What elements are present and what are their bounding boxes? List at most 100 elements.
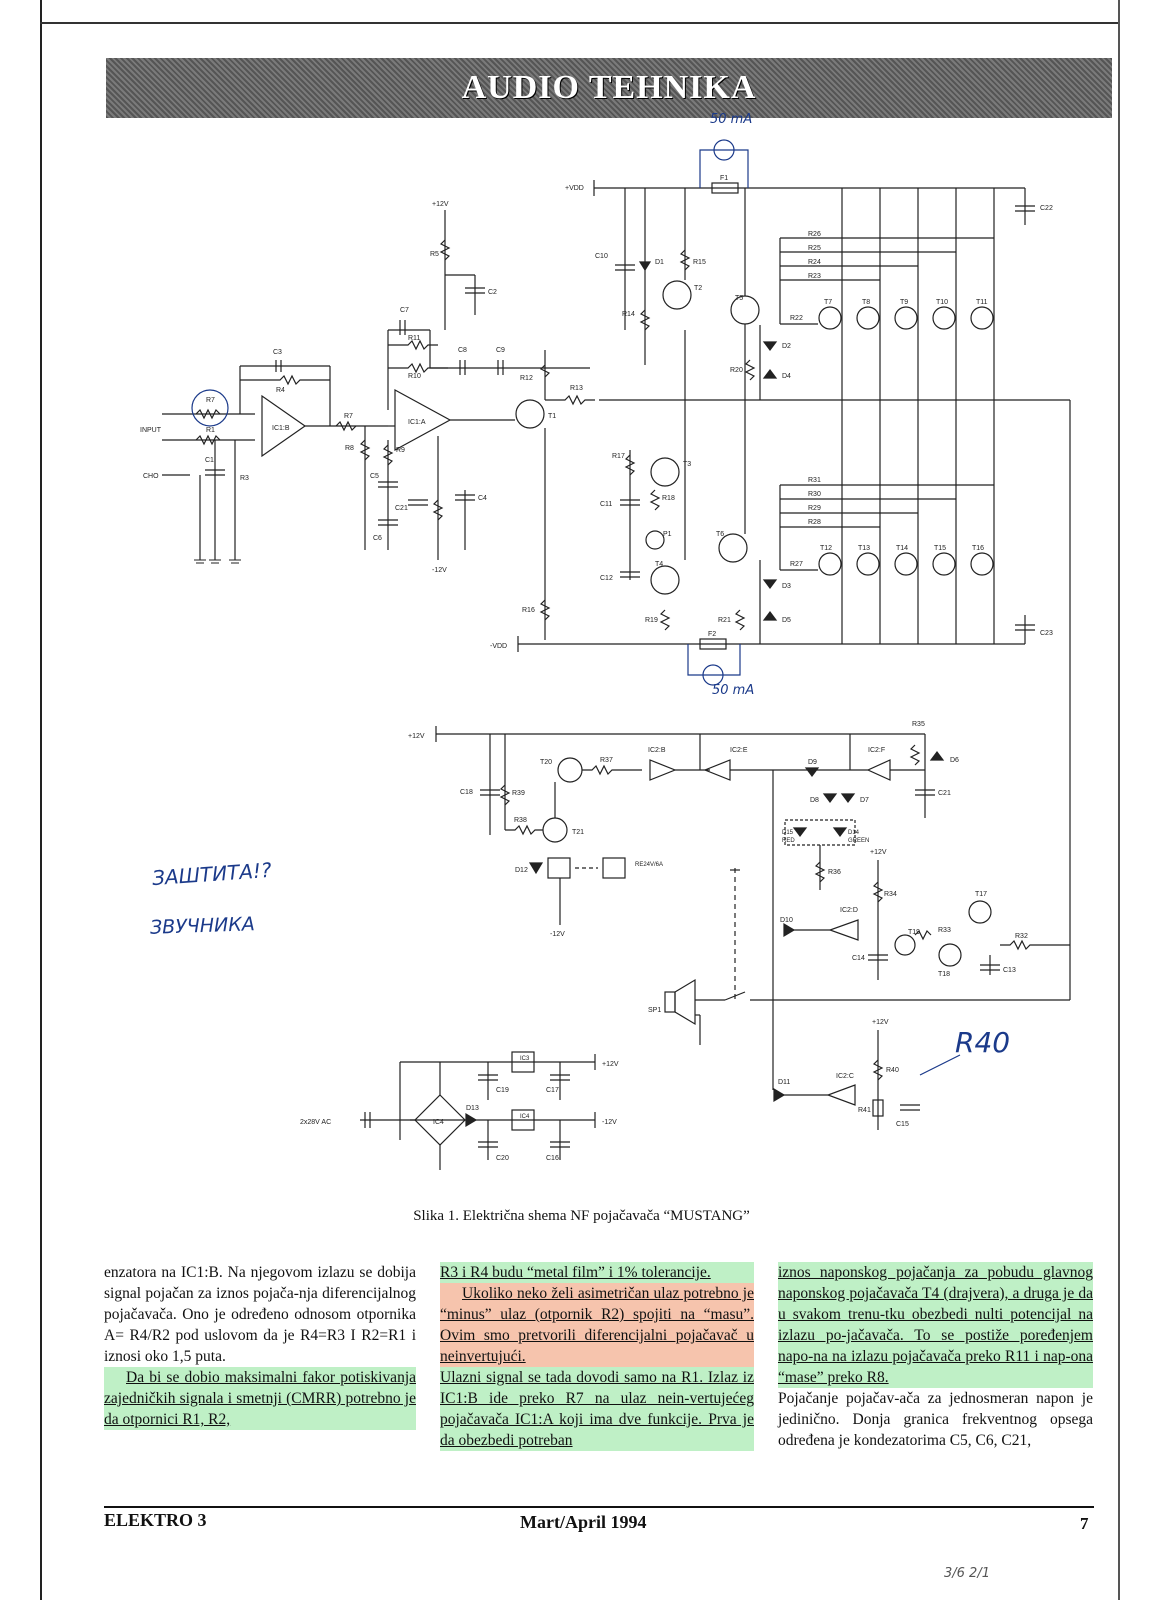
speaker-sp1 [664,991,676,1013]
label-t5: T5 [735,295,743,302]
label-r9: R9 [396,447,405,454]
label-d2: D2 [782,343,791,350]
label-ic2f: IC2:F [868,747,885,754]
buffer-ic2f [866,759,891,781]
schematic-polygon [773,1087,786,1103]
section-title: AUDIO TEHNIKA [461,69,757,106]
handwritten-note-2: ЗВУЧНИКА [149,913,256,939]
label-d6: D6 [950,757,959,764]
transistor-t6 [718,533,748,563]
output-mosfets-top: T7 T8 T9 T10 T11 R26 R25 R24 R23 R22 [779,188,995,400]
label-d9: D9 [808,759,817,766]
schematic-polygon [762,611,778,621]
label-r31: R31 [808,477,821,484]
transistor-t17 [968,900,992,924]
label-p1: P1 [663,531,672,538]
label-r14: R14 [622,311,635,318]
schematic-circle [970,306,994,330]
label-ic1b: IC1:B [272,425,290,432]
label-c10: C10 [595,253,608,260]
transistor-t2 [662,280,692,310]
label-c16: C16 [546,1155,559,1162]
schematic-polygon [762,341,778,351]
scan-edge-right [1118,0,1120,1600]
schematic-rect [872,1099,884,1117]
label-r20: R20 [730,367,743,374]
schematic-path [919,1054,961,1076]
label-r41: R41 [858,1107,871,1114]
label-p12: +12V [432,201,449,208]
label-r36: R36 [828,869,841,876]
label-t4: T4 [655,561,663,568]
schematic-polygon [465,1112,478,1128]
label-r7: R7 [206,397,215,404]
schematic-path [582,764,642,776]
label-t19: T19 [908,929,920,936]
label-c22: C22 [1040,205,1053,212]
schematic-path [1000,939,1070,951]
transistor-t18 [938,943,962,967]
schematic-path [539,599,551,621]
paragraph-highlighted: iznos naponskog pojačanja za pobudu glav… [778,1262,1093,1388]
label-r40: R40 [886,1067,899,1074]
schematic-polygon [929,751,945,761]
scan-edge-top [40,22,1120,24]
schematic-circle [856,306,880,330]
label-r1: R1 [206,427,215,434]
label-ic2c: IC2:C [836,1073,854,1080]
schematic-polygon [822,793,838,803]
transistor-t20 [557,757,583,783]
label-c15: C15 [896,1121,909,1128]
label-t11: T11 [976,299,988,306]
schematic-polygon [792,827,808,837]
label-t17: T17 [975,891,987,898]
schematic-path [335,420,357,432]
handwritten-note-footer: 3/6 2/1 [944,1566,990,1581]
schematic-circle [932,306,956,330]
schematic-polygon [762,579,778,589]
label-t9: T9 [900,299,908,306]
hand-circle-r7 [191,389,229,427]
schematic-circle [894,552,918,576]
label-r27: R27 [790,561,803,568]
scan-edge-left [40,0,42,1600]
label-r28: R28 [808,519,821,526]
label-r39: R39 [512,790,525,797]
paragraph-highlighted-orange: Ukoliko neko želi asimetričan ulaz potre… [440,1283,754,1367]
label-d12: D12 [515,867,528,874]
label-n12: -12V [602,1119,617,1126]
label-ac: 2x28V AC [300,1119,331,1126]
schematic-path [909,744,921,766]
label-ic2e: IC2:E [730,747,748,754]
label-d7: D7 [860,797,869,804]
label-vdd-pos: +VDD [565,185,584,192]
schematic-rect [547,857,571,879]
schematic-path [734,609,746,631]
label-c2: C2 [488,289,497,296]
schematic-polygon [832,827,848,837]
label-r35: R35 [912,721,925,728]
schematic-path [639,309,651,331]
paragraph-highlighted: R3 i R4 budu “metal film” i 1% toleranci… [440,1262,754,1283]
buffer-ic2d [828,919,859,941]
label-n12: -12V [432,567,447,574]
label-ic1a: IC1:A [408,419,426,426]
label-c18: C18 [460,789,473,796]
label-r25: R25 [808,245,821,252]
label-r5: R5 [430,251,439,258]
label-r18: R18 [662,495,675,502]
label-c9: C9 [496,347,505,354]
label-c7: C7 [400,307,409,314]
label-d13: D13 [466,1105,479,1112]
schematic-path [814,861,826,883]
label-t2: T2 [694,285,702,292]
paragraph: enzatora na IC1:B. Na njegovom izlazu se… [104,1264,416,1365]
schematic-path [872,881,884,903]
text-column-2: R3 i R4 budu “metal film” i 1% toleranci… [440,1262,754,1451]
label-r4: R4 [276,387,285,394]
transistor-t19 [894,934,916,956]
label-t7: T7 [824,299,832,306]
label-c1: C1 [205,457,214,464]
schematic-path [744,359,756,381]
schematic-path [872,1059,884,1081]
